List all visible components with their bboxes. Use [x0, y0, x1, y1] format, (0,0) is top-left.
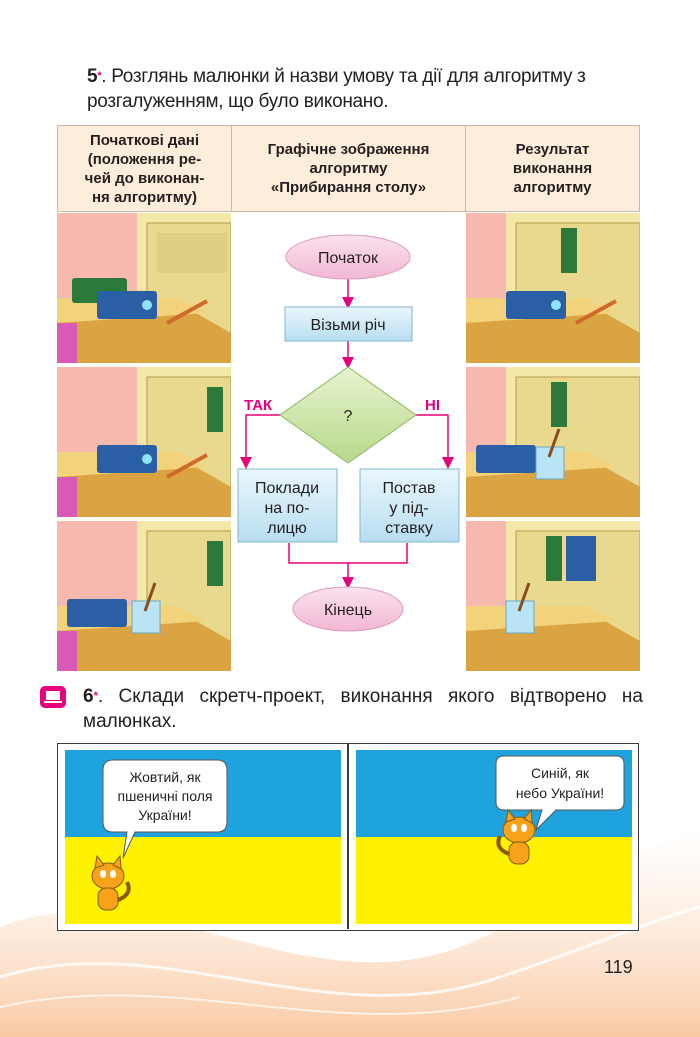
bubble-1-line-3: України!	[138, 807, 191, 823]
task-5-number: 5*	[87, 66, 102, 87]
scratch-cat-2	[496, 808, 536, 865]
frame-divider	[347, 744, 349, 929]
scratch-frames: Жовтий, як пшеничні поля України! Синій,…	[57, 743, 639, 931]
speech-bubble-2	[495, 755, 625, 831]
put-stand-line-3: ставку	[385, 520, 433, 537]
start-terminator	[285, 234, 411, 280]
result-scene-2	[466, 367, 640, 517]
condition-label: ?	[344, 408, 353, 425]
take-process	[284, 306, 413, 342]
bubble-1-line-1: Жовтий, як	[129, 769, 201, 785]
bubble-2-line-2: небо України!	[516, 785, 604, 801]
scratch-frame-1: Жовтий, як пшеничні поля України!	[65, 750, 341, 924]
bubble-1-line-2: пшеничні поля	[118, 788, 213, 804]
no-label: НІ	[425, 397, 440, 414]
computer-icon	[40, 686, 66, 708]
task-5-text: . Розглянь малюнки й назви умову та дії …	[87, 66, 586, 112]
connector-yes	[240, 414, 280, 469]
condition-decision	[279, 366, 417, 464]
initial-scene-3	[57, 521, 231, 671]
end-label: Кінець	[324, 602, 372, 619]
connector-no	[416, 414, 454, 469]
task-5-title: 5*. Розглянь малюнки й назви умову та ді…	[87, 64, 647, 114]
end-terminator	[292, 586, 404, 632]
initial-scene-2	[57, 367, 231, 517]
start-label: Початок	[318, 250, 379, 267]
connector-merge	[288, 543, 408, 564]
take-label: Візьми річ	[310, 317, 385, 334]
task-6-title: 6*. Склади скретч-проект, виконання яког…	[83, 684, 643, 734]
put-stand-line-2: у під-	[389, 500, 428, 517]
result-scene-3	[466, 521, 640, 671]
flowchart: Початок Візьми річ ? ТАК НІ Поклади на п…	[237, 234, 460, 632]
put-stand-process	[359, 468, 460, 543]
header-initial-data: Початкові дані (положення ре- чей до вик…	[57, 125, 232, 212]
scratch-cat-1	[91, 854, 131, 911]
put-shelf-line-3: лицю	[267, 520, 306, 537]
put-shelf-line-1: Поклади	[255, 480, 319, 497]
header-flowchart: Графічне зображення алгоритму «Прибиранн…	[231, 125, 466, 212]
header-result: Результат виконання алгоритму	[465, 125, 640, 212]
result-scene-1	[466, 213, 640, 363]
algorithm-table: Початкові дані (положення ре- чей до вик…	[57, 125, 640, 671]
put-shelf-line-2: на по-	[264, 500, 309, 517]
bubble-2-line-1: Синій, як	[531, 765, 590, 781]
speech-bubble-1	[102, 759, 228, 859]
task-6-text: . Склади скретч-проект, виконання якого …	[83, 686, 643, 732]
put-stand-line-1: Постав	[383, 480, 436, 497]
scratch-frame-2: Синій, як небо України!	[356, 750, 632, 924]
initial-scene-1	[57, 213, 231, 363]
put-shelf-process	[237, 468, 338, 543]
page-number: 119	[604, 957, 633, 977]
flowchart-cell: Початок Візьми річ ? ТАК НІ Поклади на п…	[232, 213, 465, 670]
task-6-number: 6*	[83, 686, 98, 707]
yes-label: ТАК	[244, 397, 273, 414]
